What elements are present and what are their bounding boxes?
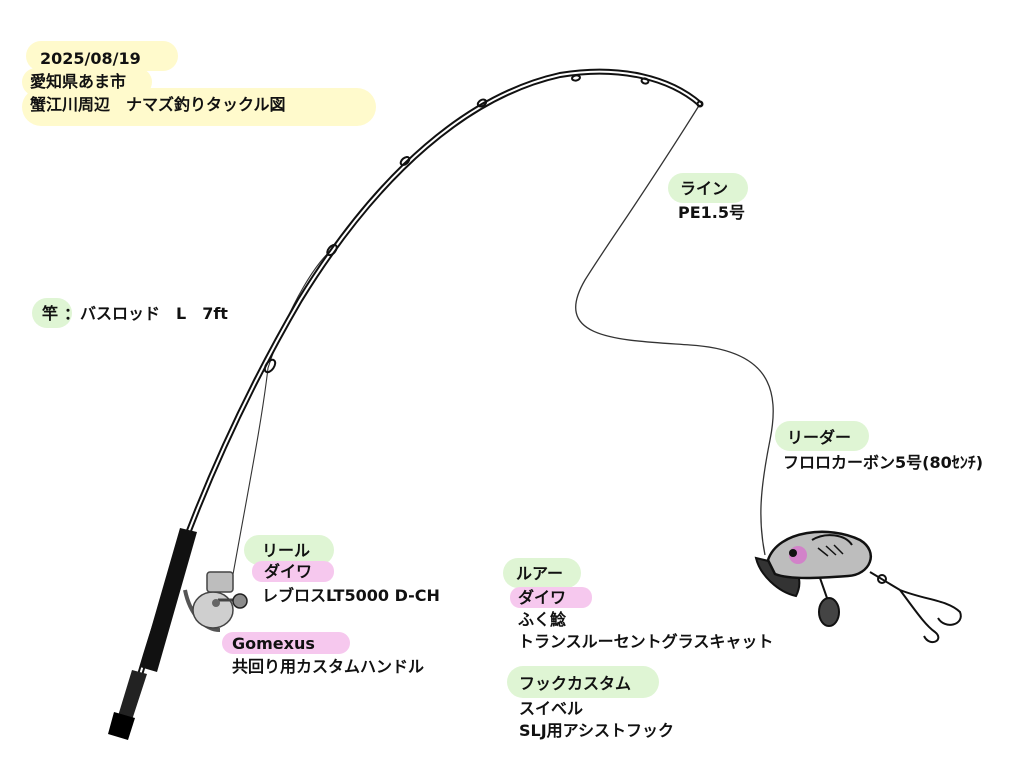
reel-maker-bg xyxy=(252,561,334,582)
reel-label-bg xyxy=(244,535,334,565)
lure-blade-wire xyxy=(819,577,828,599)
butt-cap xyxy=(108,712,135,740)
guide-2 xyxy=(326,243,338,257)
swivel-ring xyxy=(877,574,887,584)
line-value: PE1.5号 xyxy=(678,203,746,222)
hook-label: フックカスタム xyxy=(519,674,632,693)
lure-eye xyxy=(789,549,797,557)
line-label: ライン xyxy=(680,179,729,198)
lure-maker: ダイワ xyxy=(518,588,567,607)
leader-label: リーダー xyxy=(787,428,852,447)
guide-4 xyxy=(476,98,488,108)
lure-pattern xyxy=(817,544,844,557)
tip-top xyxy=(696,100,704,108)
reel-handle-knob xyxy=(232,593,248,609)
label-backgrounds xyxy=(22,41,869,698)
assist-hook-a xyxy=(899,589,962,626)
rod-guides xyxy=(263,74,704,374)
date-label-bg xyxy=(26,41,178,71)
lure-body xyxy=(766,530,872,580)
line-label-bg xyxy=(668,173,748,203)
date-text: 2025/08/19 xyxy=(40,49,141,68)
lure-maker-bg xyxy=(510,587,592,608)
title-label-bg xyxy=(22,88,376,126)
rod-label: 竿 xyxy=(42,304,59,323)
hook-assist: SLJ用アシストフック xyxy=(519,721,675,740)
fore-grip xyxy=(140,528,197,672)
rod-label-bg xyxy=(32,298,72,328)
reel-maker: ダイワ xyxy=(264,562,313,581)
lure-blade xyxy=(818,597,840,627)
reel-body xyxy=(192,591,234,629)
rod-blank-highlight xyxy=(127,70,701,719)
spinning-reel xyxy=(183,571,248,632)
lure-color: トランスルーセントグラスキャット xyxy=(518,632,774,651)
leader-value: フロロカーボン5号(80ｾﾝﾁ) xyxy=(783,453,984,472)
leader-label-bg xyxy=(775,421,869,451)
place-text: 愛知県あま市 xyxy=(30,72,127,91)
reel-label: リール xyxy=(262,541,311,560)
guide-6 xyxy=(640,77,650,85)
guide-3 xyxy=(399,156,411,166)
handle-model: 共回り用カスタムハンドル xyxy=(232,657,425,676)
guide-line xyxy=(231,249,333,581)
reel-model: レブロスLT5000 D-CH xyxy=(262,586,440,605)
page-title: 蟹江川周辺 ナマズ釣りタックル図 xyxy=(30,95,286,114)
rod-value: ：バスロッド L 7ft xyxy=(64,304,228,323)
reel-hub xyxy=(212,599,220,607)
handle-maker-bg xyxy=(222,632,350,654)
lure-label-bg xyxy=(503,558,581,588)
rod-grip xyxy=(108,528,197,740)
guide-1 xyxy=(263,358,277,374)
hook-swivel: スイベル xyxy=(519,699,584,718)
lure-label: ルアー xyxy=(516,564,564,583)
reel-spool xyxy=(206,571,234,593)
hook-label-bg xyxy=(507,666,659,698)
guide-5 xyxy=(571,74,581,82)
rear-grip xyxy=(118,670,147,720)
lure-name: ふく鯰 xyxy=(518,610,567,629)
assist-hook-b xyxy=(899,589,940,644)
fishing-line xyxy=(575,103,774,556)
lure xyxy=(754,530,962,644)
handle-maker: Gomexus xyxy=(232,634,315,653)
lure-fin xyxy=(811,534,853,546)
